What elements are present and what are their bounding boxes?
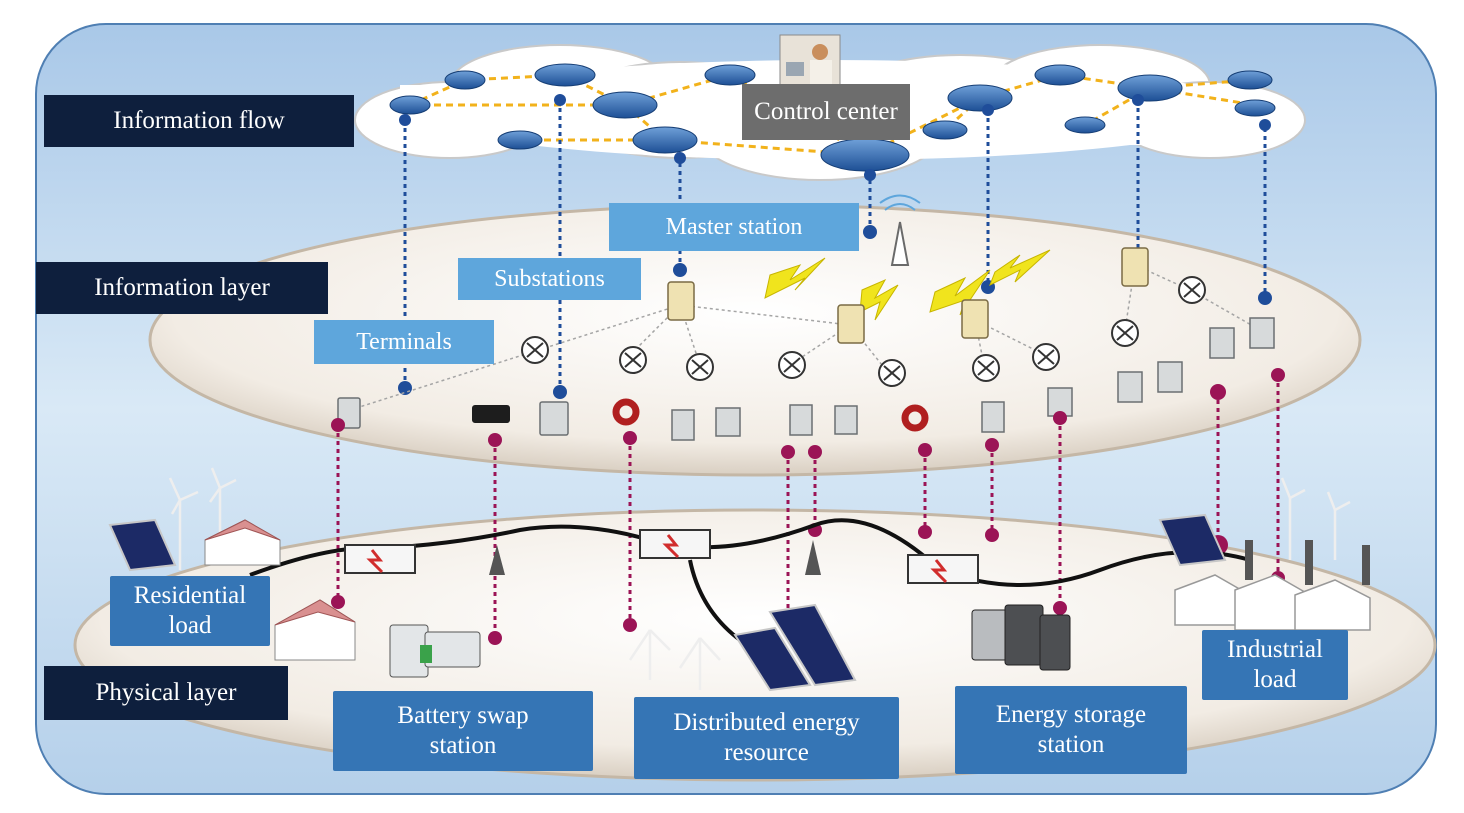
sensor-icon	[619, 346, 647, 374]
meter-icon	[1157, 361, 1183, 393]
wind-turbine-icon	[628, 629, 671, 680]
meter-icon	[715, 407, 741, 437]
sensor-icon	[686, 353, 714, 381]
energy-storage-station-label: Energy storage station	[955, 686, 1187, 774]
solar-panel-icon	[733, 626, 812, 692]
sensor-icon	[1032, 343, 1060, 371]
switch-icon	[907, 554, 979, 584]
insulator-icon	[805, 540, 821, 575]
wind-turbine-icon	[1326, 491, 1351, 560]
servers	[667, 247, 1149, 344]
insulator-icon	[489, 545, 505, 575]
sensor-icon	[521, 336, 549, 364]
information-flow-label: Information flow	[44, 95, 354, 147]
solar-panel-icon	[108, 518, 177, 572]
solar-panels	[108, 513, 1227, 692]
meter-icon	[671, 409, 695, 441]
information-layer-label: Information layer	[36, 262, 328, 314]
router-icon	[497, 130, 543, 150]
switch-icon	[639, 529, 711, 559]
meter-icon	[337, 397, 361, 429]
router-icon	[389, 95, 431, 115]
houses	[204, 519, 356, 661]
router-icon	[1034, 64, 1086, 86]
control-center-label: Control center	[742, 84, 910, 140]
routers	[389, 63, 1276, 172]
operator-icon	[779, 34, 841, 91]
wind-turbine-icon	[168, 477, 199, 570]
router-icon	[922, 120, 968, 140]
router-device-icon	[472, 405, 510, 423]
meter-icon	[789, 404, 813, 436]
router-icon	[947, 84, 1013, 112]
factory-icon	[1294, 579, 1371, 631]
residential-load-label: Residential load	[110, 576, 270, 646]
router-icon	[592, 91, 658, 119]
house-icon	[274, 599, 356, 661]
router-icon	[632, 126, 698, 154]
router-icon	[1227, 70, 1273, 90]
house-icon	[204, 519, 281, 566]
insulators	[489, 540, 821, 575]
meter-icon	[1117, 371, 1143, 403]
ct-icon	[901, 404, 929, 432]
meter-icon	[981, 401, 1005, 433]
wind-turbine-icon	[678, 637, 721, 690]
industrial-load-label: Industrial load	[1202, 630, 1348, 700]
solar-panel-icon	[768, 603, 857, 687]
meter-icon	[539, 401, 569, 436]
distributed-energy-resource-label: Distributed energy resource	[634, 697, 899, 779]
switch-boxes	[344, 529, 979, 584]
sensor-icon	[1178, 276, 1206, 304]
battery-swap-machines	[389, 624, 481, 678]
wireless-bolts	[764, 249, 1051, 321]
wind-turbines	[168, 467, 1351, 690]
factories	[1174, 540, 1371, 631]
meter-icon	[1209, 327, 1235, 359]
router-icon	[1064, 116, 1106, 134]
wind-turbine-icon	[1280, 477, 1306, 560]
server-icon	[837, 304, 865, 344]
feeder-line	[688, 559, 742, 642]
sensor-icon	[1111, 319, 1139, 347]
master-station-label: Master station	[609, 203, 859, 251]
server-icon	[667, 281, 695, 321]
router-icon	[820, 138, 910, 172]
server-icon	[961, 299, 989, 339]
meter-icon	[834, 405, 858, 435]
switch-icon	[344, 544, 416, 574]
information-links	[403, 100, 1267, 392]
antenna-tower-icon	[879, 194, 921, 266]
battery-swap-station-label: Battery swap station	[333, 691, 593, 771]
substations-label: Substations	[458, 258, 641, 300]
sensors	[521, 276, 1206, 387]
meter-icon	[1249, 317, 1275, 349]
sensor-icon	[778, 351, 806, 379]
sensor-icon	[878, 359, 906, 387]
router-icon	[534, 63, 596, 87]
router-icon	[704, 64, 756, 86]
ct-icon	[612, 398, 640, 426]
router-icon	[1234, 99, 1276, 117]
physical-link-dots	[331, 368, 1285, 645]
storage-cabinets	[971, 604, 1071, 671]
server-icon	[1121, 247, 1149, 287]
solar-panel-icon	[1158, 513, 1227, 567]
physical-layer-label: Physical layer	[44, 666, 288, 720]
router-icon	[1117, 74, 1183, 102]
router-icon	[444, 70, 486, 90]
terminals-label: Terminals	[314, 320, 494, 364]
current-transformers	[612, 398, 929, 432]
terminal-devices	[337, 317, 1275, 441]
information-link-dots	[398, 94, 1272, 399]
sensor-icon	[972, 354, 1000, 382]
